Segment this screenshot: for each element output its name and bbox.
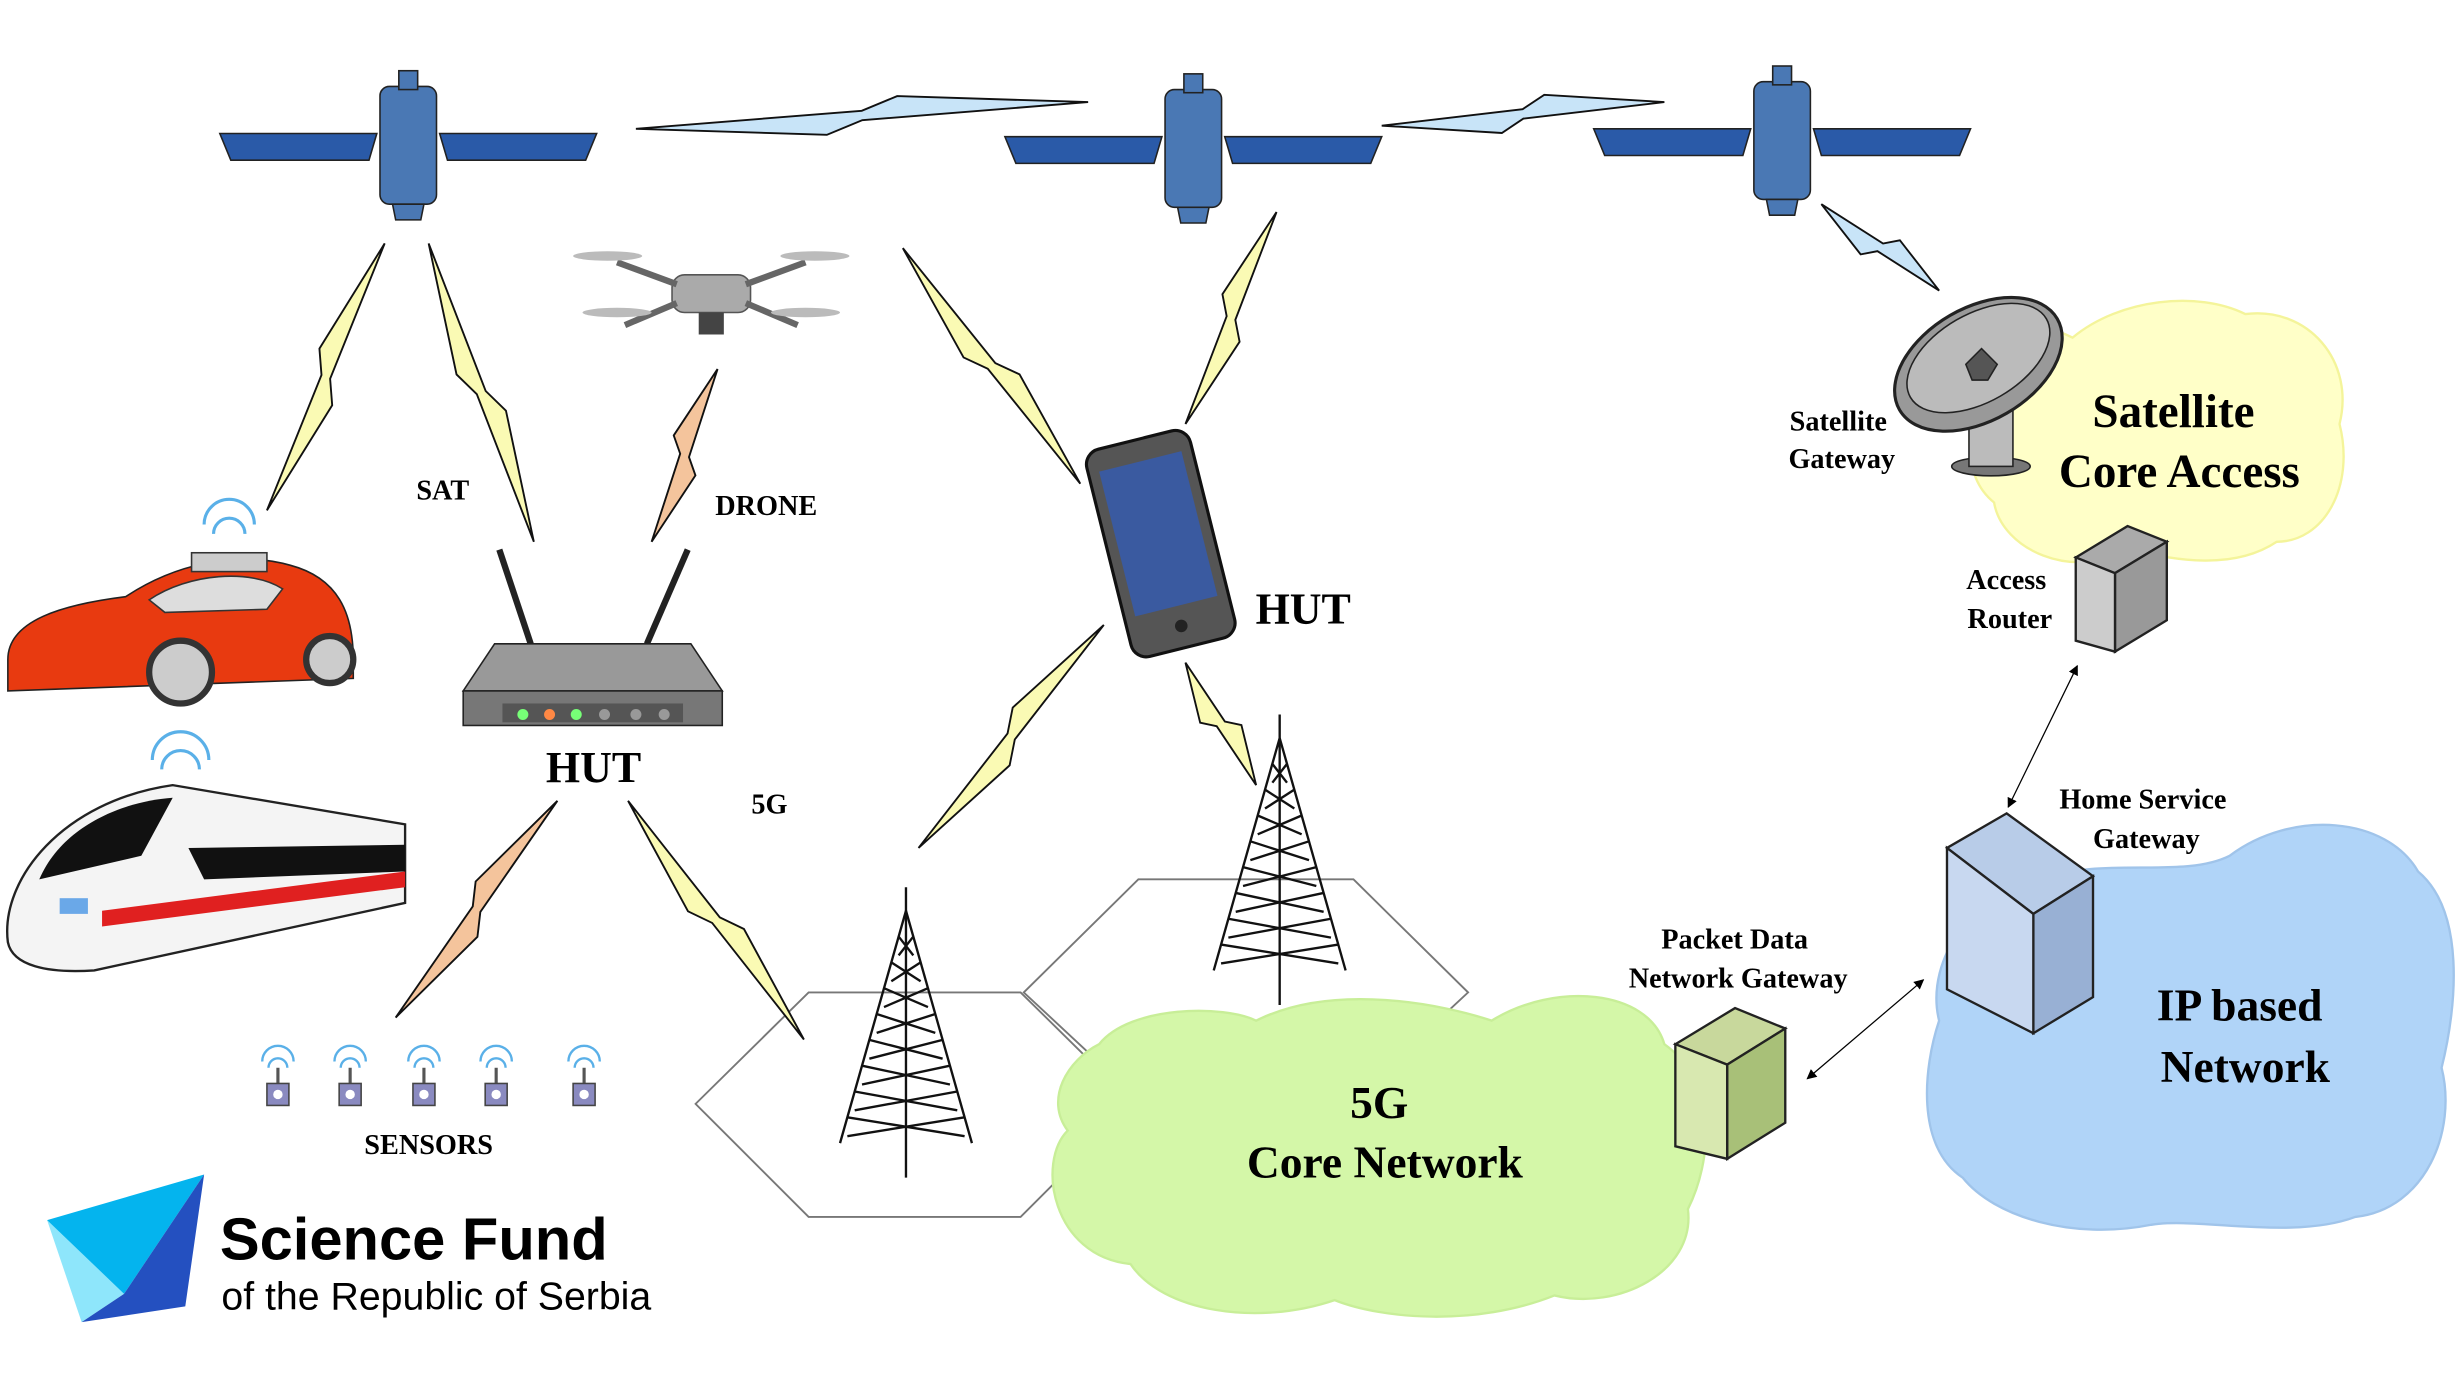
label-line: Home Service [2059,785,2226,816]
logo-subtitle: of the Republic of Serbia [221,1275,651,1319]
label-satellite-gateway: Satellite Gateway [1788,406,1895,475]
label-5g: 5G [751,789,787,820]
label-line: Gateway [1788,444,1895,475]
label-line: Gateway [2093,824,2200,855]
drone-icon [573,251,850,335]
arrow-home-gateway-packet-gateway [1806,979,1925,1080]
home-service-gateway-server-icon [1944,811,2096,1036]
smartphone-hut-icon [1084,428,1237,659]
satellite-icon [1003,73,1383,224]
cell-tower-icon [1212,714,1347,1005]
label-line: 5G [1350,1077,1408,1128]
sensor-icon [479,1044,514,1107]
label-drone: DRONE [715,491,817,522]
sensor-icon [333,1044,368,1107]
label-access-router: Access Router [1966,565,2053,635]
bolt-sat1-sat2 [635,95,1089,136]
router-hut-icon [461,548,724,727]
bolt-sat-router [427,243,535,543]
label-line: Core Network [1247,1137,1524,1188]
wireless-links [266,93,1940,1041]
satellite-icon [1592,65,1972,216]
sensors-group [261,1044,601,1107]
bolt-router-sensors [394,800,559,1019]
bolt-phone-tower2 [1184,662,1258,786]
bolt-phone-tower1 [917,624,1105,849]
satellite-dish-icon [1893,295,2064,477]
label-ip-network: IP based Network [2157,980,2334,1092]
label-hut-phone: HUT [1256,584,1351,633]
cell-towers [838,714,1347,1178]
packet-data-gateway-server-icon [1672,1006,1788,1161]
bolt-router-tower [627,800,805,1041]
label-line: Router [1967,604,2052,635]
satellites [218,65,1972,224]
sensor-icon [407,1044,441,1107]
label-line: Network [2161,1041,2331,1092]
logo-mark-cyan [47,1174,205,1294]
label-line: Access [1966,565,2046,596]
bolt-sat2-sat3 [1381,93,1665,134]
bolt-drone-router [650,368,719,543]
car-icon [7,497,357,707]
label-5g-core-network: 5G Core Network [1247,1077,1524,1188]
core-network-cloud [1051,995,1708,1318]
satellite-icon [218,69,598,221]
label-line: Packet Data [1661,924,1808,955]
logo-title: Science Fund [220,1205,608,1272]
bolt-sat2-phone [1184,211,1278,425]
arrow-access-router-home-gateway [2007,664,2078,809]
label-line: Satellite [1790,406,1887,437]
label-line: Core Access [2059,446,2300,498]
logo-mark-light [47,1220,125,1323]
label-hut-router: HUT [546,743,641,792]
sensor-icon [567,1044,601,1107]
bolt-sat-car [266,242,386,511]
satellite-core-cloud [1968,299,2345,564]
access-router-server-icon [2073,524,2170,654]
label-line: Satellite [2092,386,2254,438]
label-sat: SAT [416,475,469,506]
label-line: Network Gateway [1629,964,1848,995]
science-fund-logo: Science Fund of the Republic of Serbia [47,1174,651,1323]
label-satellite-core-access: Satellite Core Access [2059,386,2300,498]
sensor-icon [261,1044,295,1107]
label-home-service-gateway: Home Service Gateway [2059,785,2233,855]
bolt-sat3-dish [1820,203,1940,292]
bolt-sat-phone [902,247,1082,485]
cell-tower-icon [838,887,974,1178]
label-line: IP based [2157,980,2323,1031]
train-icon [6,730,407,973]
label-sensors: SENSORS [364,1130,493,1161]
label-packet-data-gateway: Packet Data Network Gateway [1629,924,1848,994]
logo-mark-blue [81,1174,205,1323]
